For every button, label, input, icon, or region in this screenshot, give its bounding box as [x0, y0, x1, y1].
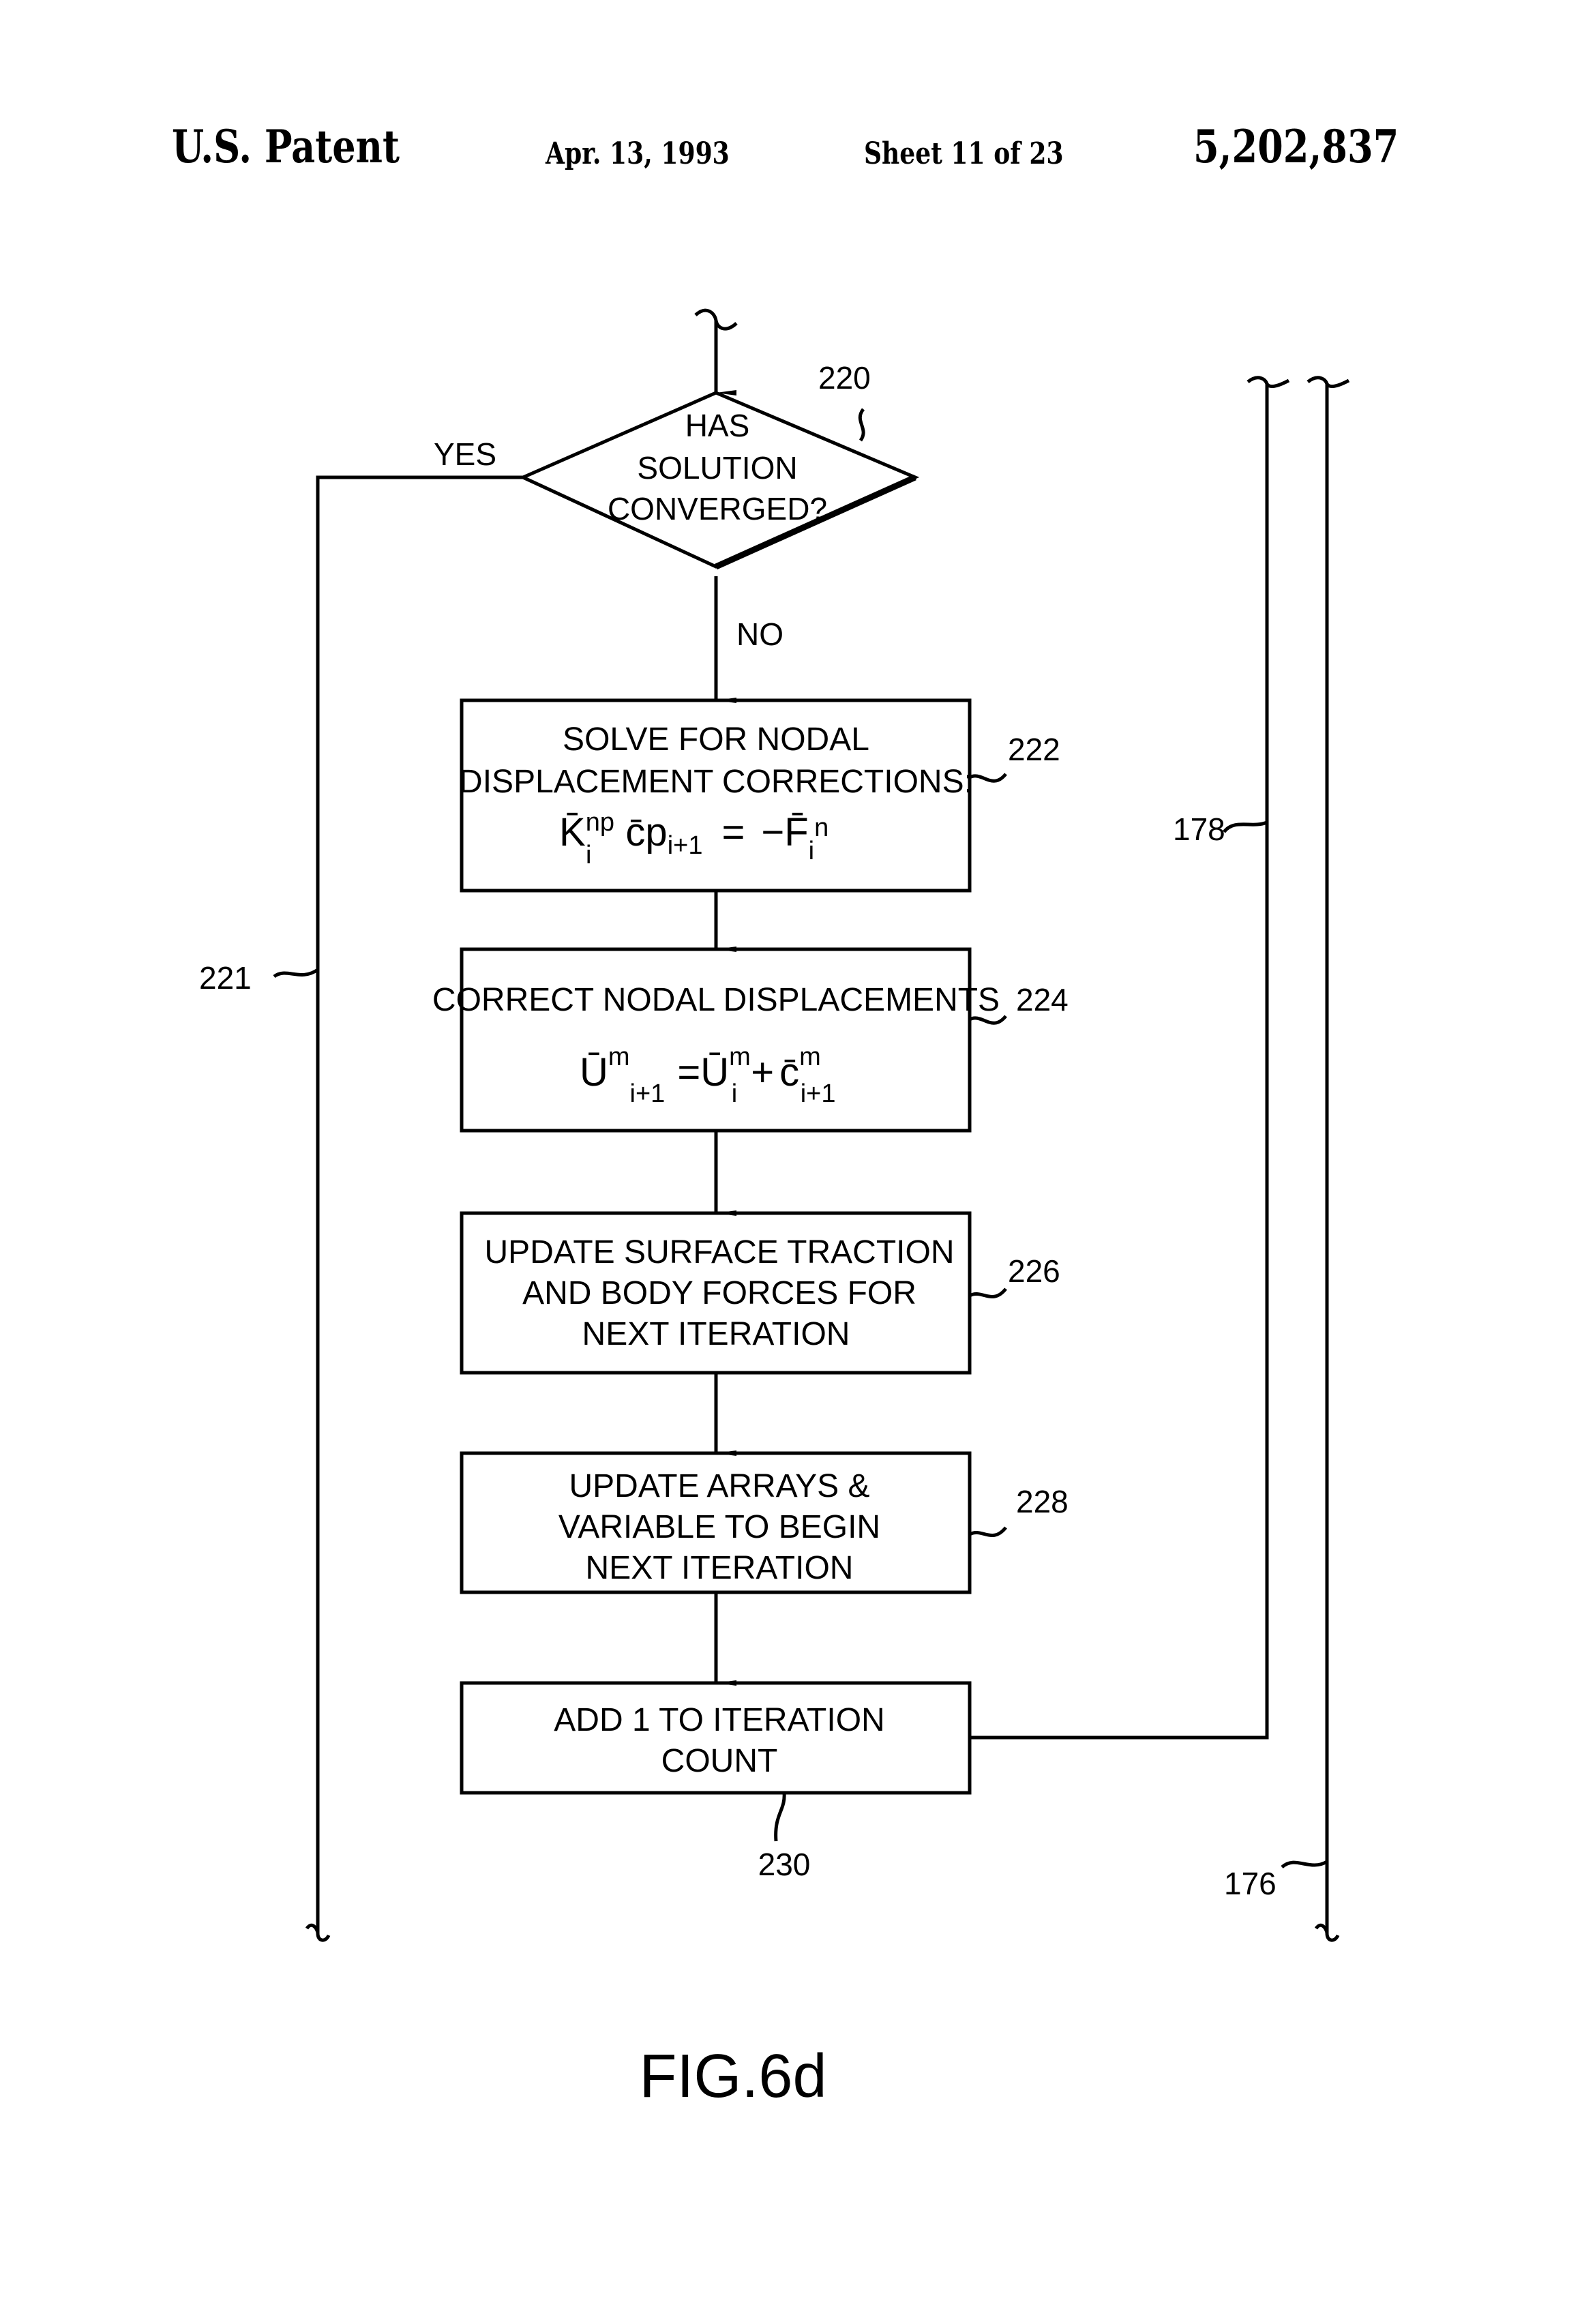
step-226-line-1: UPDATE SURFACE TRACTION [485, 1234, 955, 1270]
svg-text:Ūmi+1=Ūmi+c̄mi+1: Ūmi+1=Ūmi+c̄mi+1 [580, 1043, 836, 1108]
yes-connector [318, 477, 523, 1933]
step-226-line-2: AND BODY FORCES FOR [522, 1275, 916, 1311]
leader-222 [970, 774, 1006, 781]
step-228-line-1: UPDATE ARRAYS & [569, 1468, 870, 1504]
yes-label: YES [434, 436, 496, 472]
ref-176: 176 [1224, 1866, 1277, 1901]
step-222-line-2: DISPLACEMENT CORRECTIONS: [459, 764, 973, 800]
ref-220: 220 [818, 360, 871, 396]
leader-176 [1282, 1862, 1327, 1867]
leader-220 [860, 409, 863, 441]
step-230-line-2: COUNT [661, 1743, 778, 1779]
leader-226 [970, 1289, 1006, 1297]
ref-230: 230 [758, 1847, 811, 1882]
figure-label: FIG.6d [639, 2042, 826, 2111]
decision-line-1: HAS [685, 408, 750, 443]
equation-224: Ūmi+1=Ūmi+c̄mi+1 [580, 1043, 836, 1108]
ref-178: 178 [1173, 811, 1225, 847]
leader-178 [1224, 822, 1267, 832]
loop-connector-178 [970, 384, 1267, 1738]
decision-line-2: SOLUTION [637, 450, 797, 486]
step-222-line-1: SOLVE FOR NODAL [563, 721, 869, 758]
no-label: NO [736, 616, 783, 652]
ref-224: 224 [1016, 982, 1069, 1017]
step-228-line-3: NEXT ITERATION [586, 1550, 854, 1586]
decision-line-3: CONVERGED? [608, 491, 827, 526]
leader-230 [776, 1793, 785, 1841]
ref-222: 222 [1008, 732, 1060, 767]
step-228-line-2: VARIABLE TO BEGIN [558, 1509, 880, 1545]
svg-text:K̄npic̄pi+1=−F̄in: K̄npic̄pi+1=−F̄in [559, 808, 829, 869]
leader-228 [970, 1528, 1006, 1536]
loop-176-top-break-squiggle [1308, 378, 1349, 387]
eq222-K: K̄ [559, 810, 586, 854]
ref-221: 221 [199, 960, 252, 996]
step-230-line-1: ADD 1 TO ITERATION [554, 1702, 884, 1738]
step-box-224 [462, 949, 970, 1131]
step-226-line-3: NEXT ITERATION [582, 1316, 850, 1352]
loop-178-break-squiggle [1248, 378, 1289, 387]
ref-228: 228 [1016, 1484, 1069, 1519]
ref-226: 226 [1008, 1253, 1060, 1289]
leader-221 [274, 970, 318, 977]
step-224-line-1: CORRECT NODAL DISPLACEMENTS [432, 982, 1000, 1018]
equation-222: K̄npic̄pi+1=−F̄in [559, 808, 829, 869]
